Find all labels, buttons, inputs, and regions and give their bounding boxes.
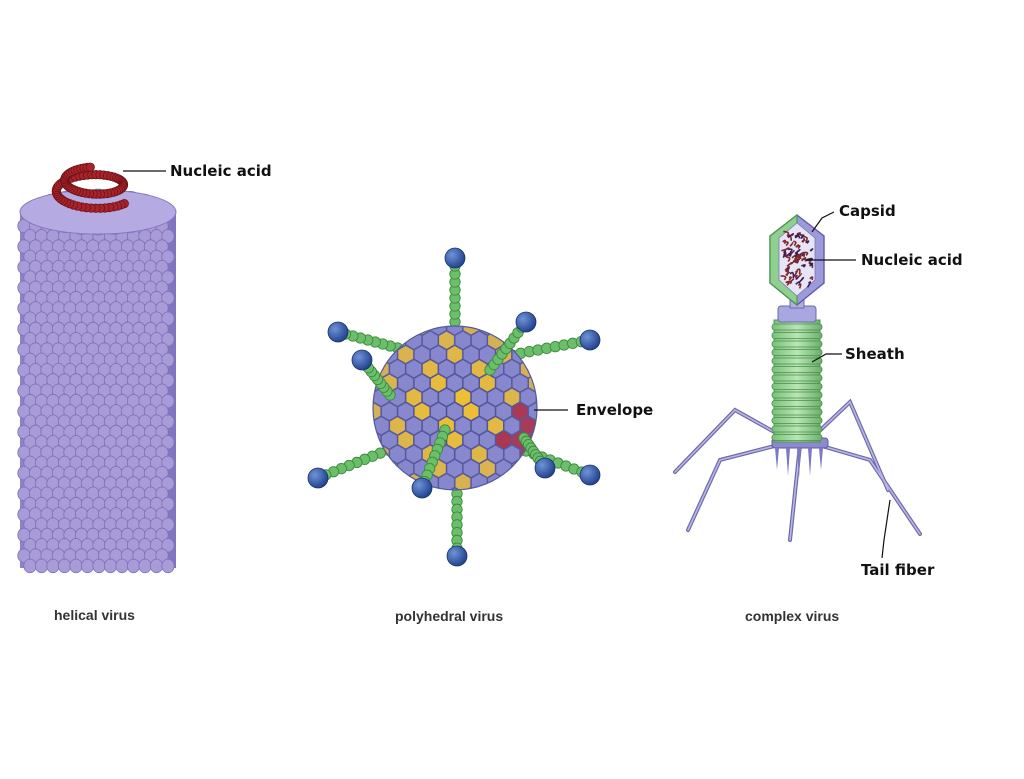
caption-complex-virus: complex virus — [745, 608, 839, 624]
complex-virus — [673, 213, 922, 542]
caption-polyhedral-virus: polyhedral virus — [395, 608, 503, 624]
label-complex-nucleic-acid: Nucleic acid — [861, 251, 963, 269]
label-sheath: Sheath — [845, 345, 905, 363]
sheath-rings — [771, 323, 823, 441]
nucleic-acid-coil — [51, 162, 129, 213]
label-helical-nucleic-acid: Nucleic acid — [170, 162, 272, 180]
helical-virus — [17, 162, 177, 574]
base-plate — [771, 437, 829, 478]
label-envelope: Envelope — [576, 401, 653, 419]
label-capsid: Capsid — [839, 202, 896, 220]
helical-scales — [17, 188, 175, 574]
polyhedral-virus — [307, 247, 601, 567]
label-tail-fiber: Tail fiber — [861, 561, 935, 579]
capsid-head — [769, 213, 825, 307]
leader-lines — [123, 170, 891, 559]
nucleic-acid-mass — [780, 230, 814, 289]
spikes-front — [351, 311, 556, 499]
caption-helical-virus: helical virus — [54, 607, 135, 623]
